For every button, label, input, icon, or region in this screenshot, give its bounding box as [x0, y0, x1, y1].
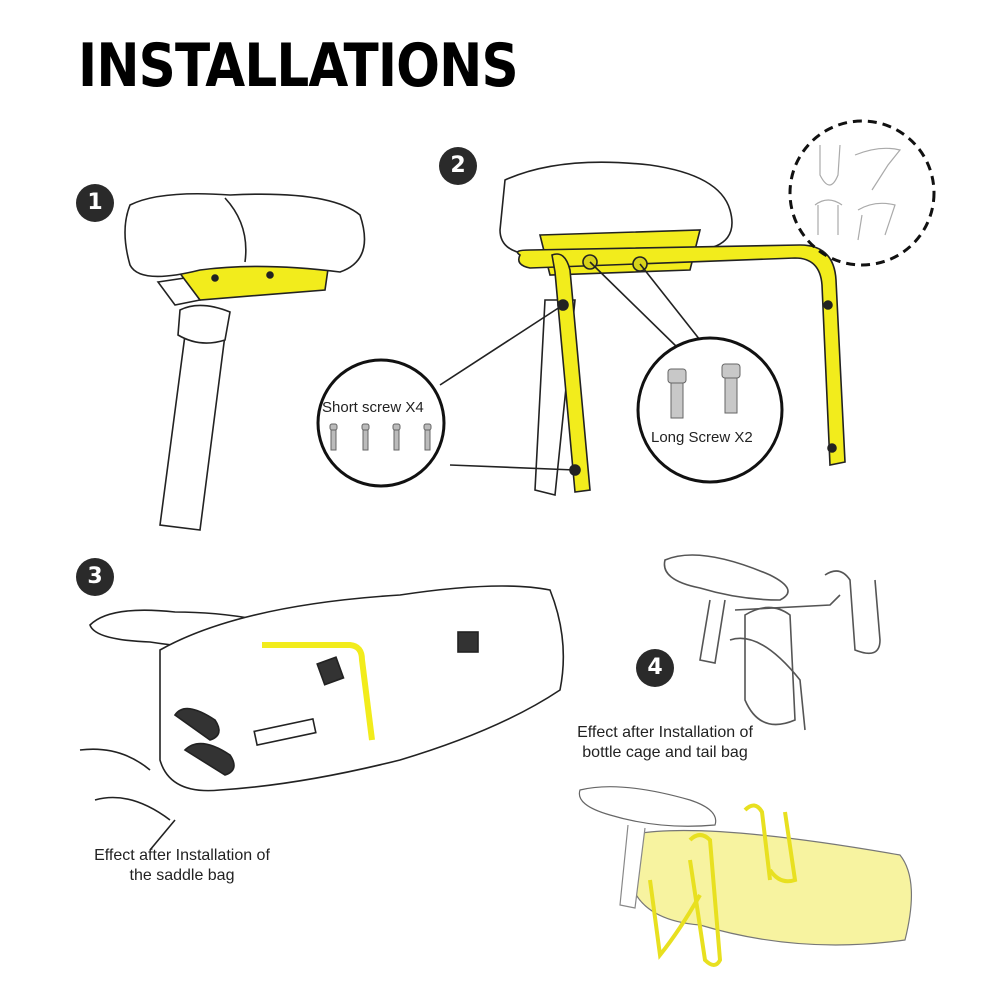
step4-caption-line2: bottle cage and tail bag: [582, 744, 748, 761]
step2-illustration: [439, 161, 846, 497]
step-1-badge: 1: [76, 184, 114, 222]
step3-caption-line2: the saddle bag: [129, 867, 235, 884]
step-2-badge: 2: [439, 147, 477, 185]
long-screw-icons: [667, 363, 741, 419]
page-title: INSTALLATIONS: [78, 31, 519, 101]
short-screw-label: Short screw X4: [322, 399, 424, 416]
step1-illustration: [124, 192, 366, 531]
short-screw-callout: [316, 358, 446, 488]
long-screw-callout: [636, 336, 784, 484]
step3-caption: Effect after Installation of the saddle …: [82, 846, 282, 886]
step3-caption-line1: Effect after Installation of: [94, 847, 270, 864]
step3-illustration: [79, 585, 565, 851]
step4-caption: Effect after Installation of bottle cage…: [565, 723, 765, 763]
step4-caption-line1: Effect after Installation of: [577, 724, 753, 741]
short-screw-icons: [329, 423, 432, 451]
step4-tailbag-illustration: [578, 786, 912, 967]
step-3-badge: 3: [76, 558, 114, 596]
step4-cage-illustration: [663, 554, 881, 731]
inset-variants-circle: [788, 119, 936, 267]
long-screw-label: Long Screw X2: [651, 429, 753, 446]
step-4-badge: 4: [636, 649, 674, 687]
